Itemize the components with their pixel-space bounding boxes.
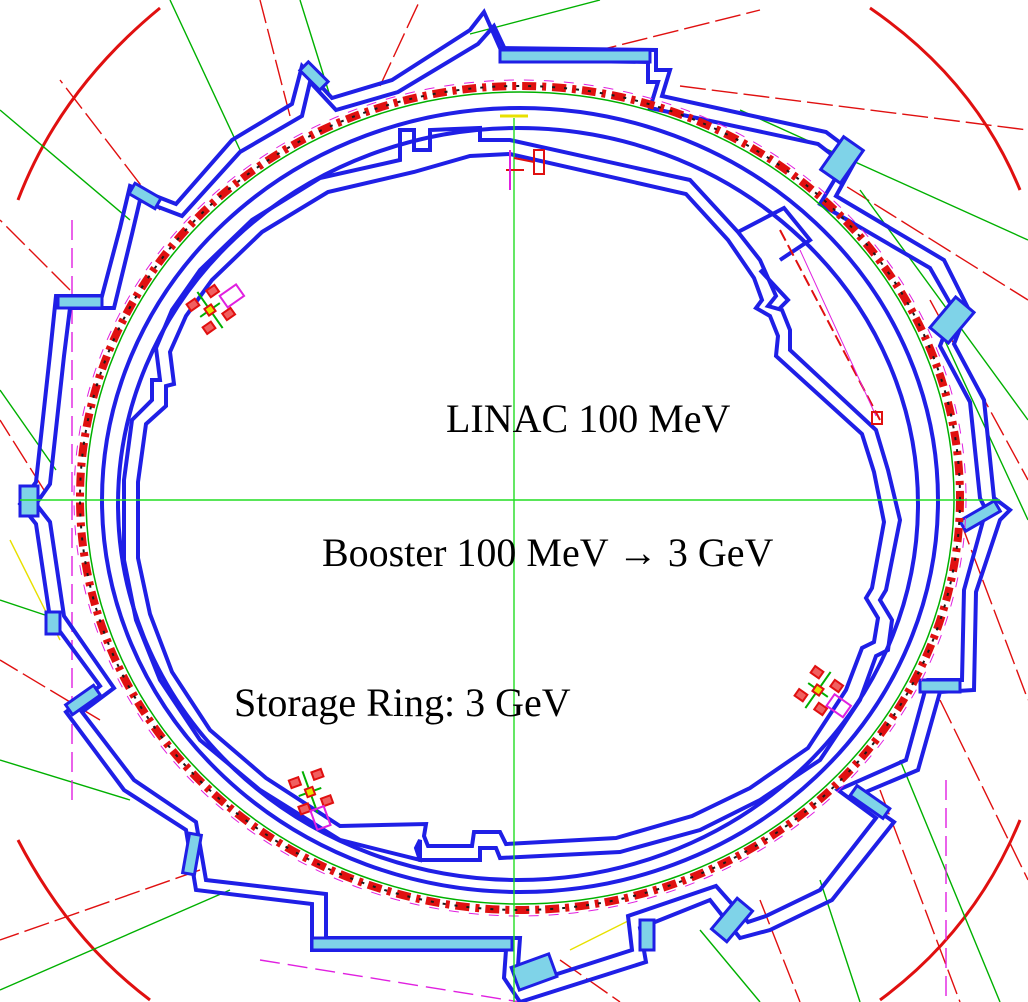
shielding-block <box>918 678 962 694</box>
rf-cavity-cluster-right <box>793 664 853 719</box>
beamline <box>0 109 131 221</box>
shielding-block <box>709 896 755 944</box>
shielding-block <box>56 294 104 310</box>
beamline <box>819 169 1028 301</box>
center-axes <box>20 118 1000 1002</box>
beamline <box>739 109 1028 241</box>
shielding-block <box>63 683 103 717</box>
shielding-block <box>126 181 164 211</box>
booster-label: Booster 100 MeV → 3 GeV <box>322 530 774 575</box>
shielding-blocks <box>18 48 1003 993</box>
beamline <box>0 759 131 801</box>
shielding-block <box>848 783 892 821</box>
shielding-block <box>927 294 977 346</box>
shielding-block <box>957 498 1003 534</box>
shielding-block <box>638 918 656 952</box>
shielding-block <box>818 134 866 186</box>
shielding-wall <box>17 8 1014 1002</box>
beamline <box>699 929 761 1002</box>
beamline <box>0 219 71 291</box>
beamline <box>0 389 57 471</box>
shielding-block <box>509 951 559 993</box>
shielding-block <box>18 484 40 518</box>
shielding-block <box>297 59 331 93</box>
storage-ring-lattice <box>73 79 967 917</box>
beamline <box>679 85 1028 131</box>
shielding-block <box>44 610 62 636</box>
beamline <box>259 0 291 117</box>
beamline <box>379 0 421 87</box>
injection-septum <box>500 114 545 190</box>
linac-label: LINAC 100 MeV <box>446 396 731 441</box>
rf-cavity-cluster-top-left <box>185 283 246 336</box>
beamline <box>819 879 861 1002</box>
beamline <box>0 889 231 991</box>
beamline <box>899 759 1001 1002</box>
shielding-block <box>498 48 652 64</box>
beamline <box>259 959 521 1002</box>
booster-lattice <box>779 229 883 425</box>
beamline <box>939 699 1028 881</box>
beamline <box>0 869 201 941</box>
beamline <box>169 0 241 151</box>
rf-cavity-cluster-bottom-left <box>287 767 335 832</box>
booster-tunnel <box>122 125 903 863</box>
beamline <box>569 919 631 951</box>
beamline <box>59 79 161 211</box>
beamline <box>939 329 1028 521</box>
hall-boundary-arcs <box>16 6 1022 1002</box>
shielding-block <box>180 831 204 877</box>
storage-ring-label: Storage Ring: 3 GeV <box>234 680 571 725</box>
shielding-block <box>310 936 514 952</box>
beamline <box>959 519 1028 701</box>
